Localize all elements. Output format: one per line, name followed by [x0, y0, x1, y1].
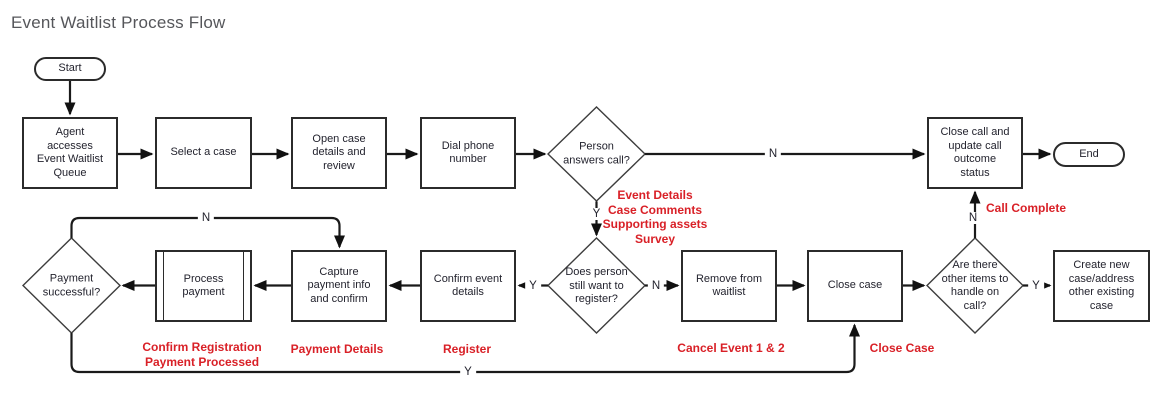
node-create-new-case: Create new case/address other existing c…	[1053, 250, 1150, 322]
annotation-call-complete: Call Complete	[985, 200, 1067, 215]
edge-label-payment-yes: Y	[460, 366, 476, 378]
edge-label-person-answers-yes: Y	[588, 207, 605, 220]
node-close-case: Close case	[807, 250, 903, 322]
node-open-case-details: Open case details and review	[291, 117, 387, 189]
decision-person-answers-shape	[546, 106, 647, 202]
predefined-process-bar-left	[163, 252, 164, 320]
annotation-cancel-event: Cancel Event 1 & 2	[677, 340, 785, 355]
node-close-call-update: Close call and update call outcome statu…	[927, 117, 1023, 189]
edge-label-person-answers-no: N	[764, 148, 782, 160]
annotation-register: Register	[442, 341, 492, 356]
annotation-close-case: Close Case	[869, 340, 935, 355]
decision-other-items-shape	[926, 237, 1024, 334]
predefined-process-bar-right	[243, 252, 244, 320]
edge-label-register-yes: Y	[525, 280, 541, 292]
node-dial-phone: Dial phone number	[420, 117, 516, 189]
node-end: End	[1053, 142, 1125, 167]
annotation-payment-details: Payment Details	[290, 341, 384, 356]
edge-label-other-items-yes: Y	[1028, 280, 1044, 292]
node-start: Start	[34, 57, 106, 81]
node-capture-payment-info: Capture payment info and confirm	[291, 250, 387, 322]
decision-payment-successful-shape	[21, 237, 122, 334]
node-confirm-event-details: Confirm event details	[420, 250, 516, 322]
node-select-case: Select a case	[155, 117, 252, 189]
edge-label-other-items-no: N	[964, 211, 982, 224]
decision-still-want-register-shape	[546, 237, 647, 334]
edge-label-payment-no: N	[197, 212, 215, 224]
edge-label-register-no: N	[647, 280, 665, 292]
diagram-title: Event Waitlist Process Flow	[11, 13, 226, 32]
annotation-confirm-registration: Confirm Registration Payment Processed	[142, 340, 262, 369]
node-agent-accesses-queue: Agent accesses Event Waitlist Queue	[22, 117, 118, 189]
node-process-payment: Process payment	[155, 250, 252, 322]
annotation-event-details: Event Details Case Comments Supporting a…	[602, 188, 708, 246]
node-remove-from-waitlist: Remove from waitlist	[681, 250, 777, 322]
node-process-payment-label: Process payment	[182, 272, 225, 299]
